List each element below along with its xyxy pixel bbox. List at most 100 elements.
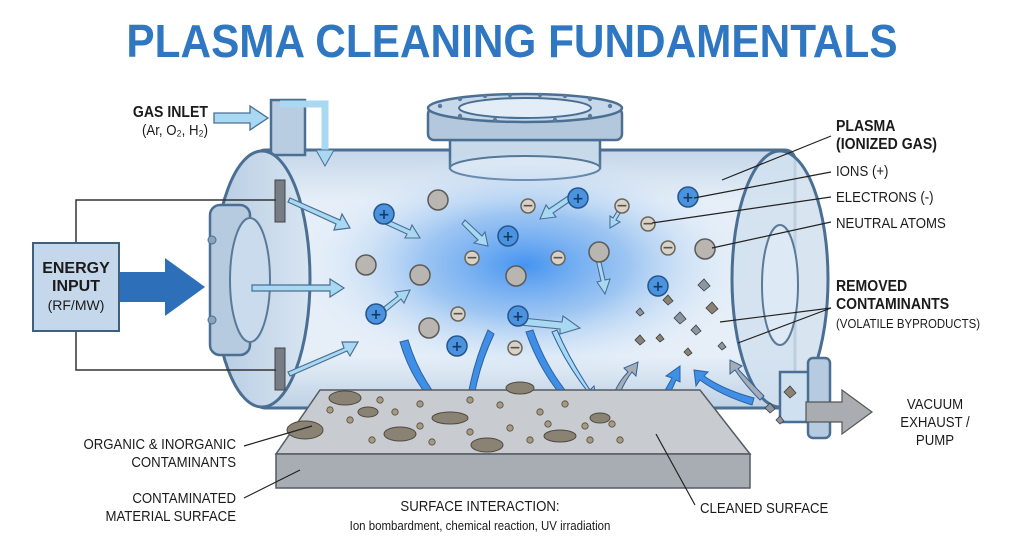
ion-particle xyxy=(507,305,529,327)
contaminant-particle xyxy=(466,396,474,404)
organic-contaminants-label: ORGANIC & INORGANIC xyxy=(83,436,236,453)
plasma-particles: ++++++++−−−−−−−− xyxy=(355,186,716,357)
field-arrows xyxy=(251,197,360,377)
contaminant-particle xyxy=(391,408,399,416)
contaminant-particle xyxy=(536,408,544,416)
contaminant-blob xyxy=(589,412,611,424)
electron-symbol: − xyxy=(509,340,521,356)
neutral-atom xyxy=(418,317,440,339)
ion-particle xyxy=(497,225,519,247)
contaminant-particle xyxy=(586,436,594,444)
neutral-atom xyxy=(427,189,449,211)
removed-contaminants-detail: (VOLATILE BYPRODUCTS) xyxy=(836,316,981,331)
plasma-label-sub: (IONIZED GAS) xyxy=(836,136,937,153)
electron-symbol: − xyxy=(552,250,564,266)
vacuum-exhaust-arrow xyxy=(805,388,874,436)
contaminant-fragment xyxy=(783,385,797,399)
contaminant-fragment xyxy=(775,415,785,425)
contaminant-particle xyxy=(428,438,436,446)
electron-particle xyxy=(614,198,630,214)
ion-particle xyxy=(446,335,468,357)
contaminant-particle xyxy=(326,406,334,414)
contaminant-fragment xyxy=(717,341,727,351)
contaminant-particle xyxy=(544,420,552,428)
electron-symbol: − xyxy=(616,198,628,214)
ion-particle xyxy=(567,187,589,209)
electron-symbol: − xyxy=(662,240,674,256)
removed-contaminant-fragments xyxy=(634,278,797,425)
neutral-atom xyxy=(409,264,431,286)
gas-inlet-detail: (Ar, O₂, H₂) xyxy=(142,122,208,139)
ion-symbol: + xyxy=(572,191,584,207)
electron-particle xyxy=(464,250,480,266)
contaminant-fragment xyxy=(634,334,646,346)
contaminant-particle xyxy=(526,436,534,444)
gas-inlet-label: GAS INLET xyxy=(132,104,208,121)
ion-particle xyxy=(365,303,387,325)
contaminant-fragment xyxy=(764,402,776,414)
energy-wires xyxy=(75,199,276,371)
ion-symbol: + xyxy=(370,307,382,323)
material-surface-label-2: MATERIAL SURFACE xyxy=(105,508,236,525)
contaminant-fragment xyxy=(690,324,702,336)
electron-symbol: − xyxy=(466,250,478,266)
ion-particle xyxy=(373,203,395,225)
contaminant-particle xyxy=(616,436,624,444)
contaminant-blob xyxy=(505,381,535,395)
cleaned-surface-label: CLEANED SURFACE xyxy=(700,500,829,517)
energy-input-line2: INPUT xyxy=(52,278,100,295)
contaminant-particle xyxy=(376,396,384,404)
contaminant-blob xyxy=(286,420,324,440)
contaminant-particle xyxy=(466,428,474,436)
ion-symbol: + xyxy=(451,339,463,355)
electron-particle xyxy=(640,216,656,232)
contaminant-blob xyxy=(357,406,379,418)
contaminant-particle xyxy=(416,400,424,408)
electron-symbol: − xyxy=(642,216,654,232)
contaminant-particle xyxy=(416,422,424,430)
vacuum-exhaust-label-2: EXHAUST / xyxy=(900,414,970,431)
contaminant-blob xyxy=(543,429,577,443)
neutral-atom xyxy=(505,265,527,287)
contaminant-blob xyxy=(328,390,362,406)
vacuum-chamber xyxy=(207,92,830,410)
contaminant-fragment xyxy=(673,311,687,325)
neutral-atom xyxy=(588,241,610,263)
contaminant-particle xyxy=(561,400,569,408)
ion-particle xyxy=(647,275,669,297)
organic-contaminants-label-2: CONTAMINANTS xyxy=(131,454,236,471)
contaminant-blob xyxy=(383,426,417,442)
electron-particle xyxy=(550,250,566,266)
contaminant-blob xyxy=(470,437,504,453)
vacuum-exhaust-label-3: PUMP xyxy=(915,432,955,449)
contaminant-fragment xyxy=(683,347,693,357)
ion-symbol: + xyxy=(378,207,390,223)
plasma-label: PLASMA xyxy=(836,118,896,135)
particle-arrows xyxy=(379,195,623,335)
surface-interaction-title: SURFACE INTERACTION: xyxy=(400,498,560,515)
vacuum-exhaust-label: VACUUM xyxy=(906,396,964,413)
contaminant-particle xyxy=(581,422,589,430)
electron-symbol: − xyxy=(522,198,534,214)
ion-symbol: + xyxy=(682,190,694,206)
gas-inlet-arrow xyxy=(213,104,270,132)
contaminant-particle xyxy=(496,401,504,409)
electrons-label: ELECTRONS (-) xyxy=(836,189,934,206)
electron-symbol: − xyxy=(452,306,464,322)
neutral-atom xyxy=(694,238,716,260)
page-title: PLASMA CLEANING FUNDAMENTALS xyxy=(126,15,898,67)
contaminant-fragment xyxy=(635,307,645,317)
electron-particle xyxy=(507,340,523,356)
energy-input-line3: (RF/MW) xyxy=(47,297,105,313)
leader-lines xyxy=(243,135,832,506)
contaminant-particle xyxy=(608,420,616,428)
surface-interaction-detail: Ion bombardment, chemical reaction, UV i… xyxy=(349,518,611,533)
contaminant-particle xyxy=(506,424,514,432)
contaminant-blob xyxy=(431,411,469,425)
neutral-atoms-label: NEUTRAL ATOMS xyxy=(836,215,946,232)
contaminant-particle xyxy=(368,436,376,444)
surface-contaminants xyxy=(286,381,624,453)
ion-symbol: + xyxy=(652,279,664,295)
energy-input-arrow xyxy=(120,258,205,316)
